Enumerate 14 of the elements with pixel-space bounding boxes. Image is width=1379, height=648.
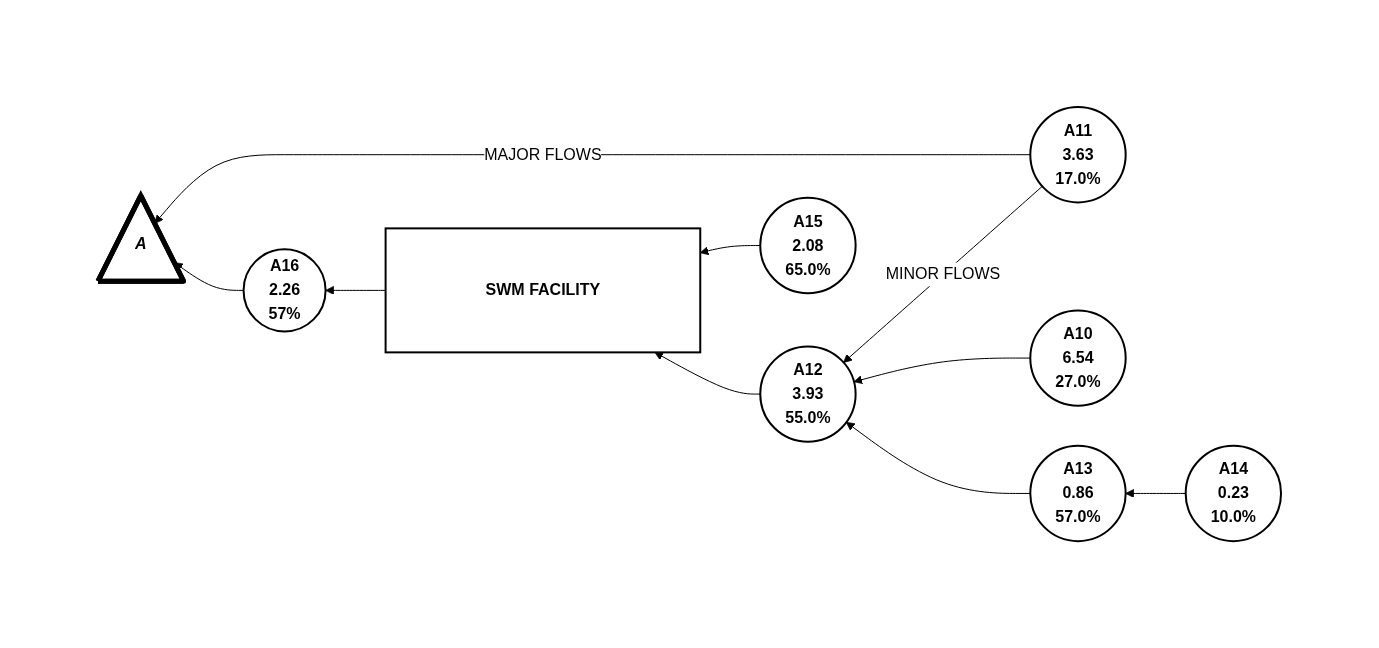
- edge-label: MINOR FLOWS: [885, 265, 1001, 283]
- arrow: [853, 357, 1031, 384]
- node-box: SWM FACILITY: [384, 227, 702, 354]
- arrow: [654, 351, 761, 395]
- node-circle: A15 2.08 65.0%: [759, 196, 857, 295]
- edge-label: MAJOR FLOWS: [484, 145, 602, 163]
- node-circle: A14 0.23 10.0%: [1184, 444, 1282, 543]
- arrow: [845, 421, 1031, 494]
- node-circle: A13 0.86 57.0%: [1029, 444, 1127, 543]
- node-circle: A12 3.93 55.0%: [759, 345, 857, 443]
- node-circle: A10 6.54 27.0%: [1029, 309, 1127, 407]
- node-circle: A11 3.63 17.0%: [1029, 105, 1127, 204]
- arrow: [843, 185, 1043, 363]
- node-circle: A16 2.26 57%: [242, 248, 327, 333]
